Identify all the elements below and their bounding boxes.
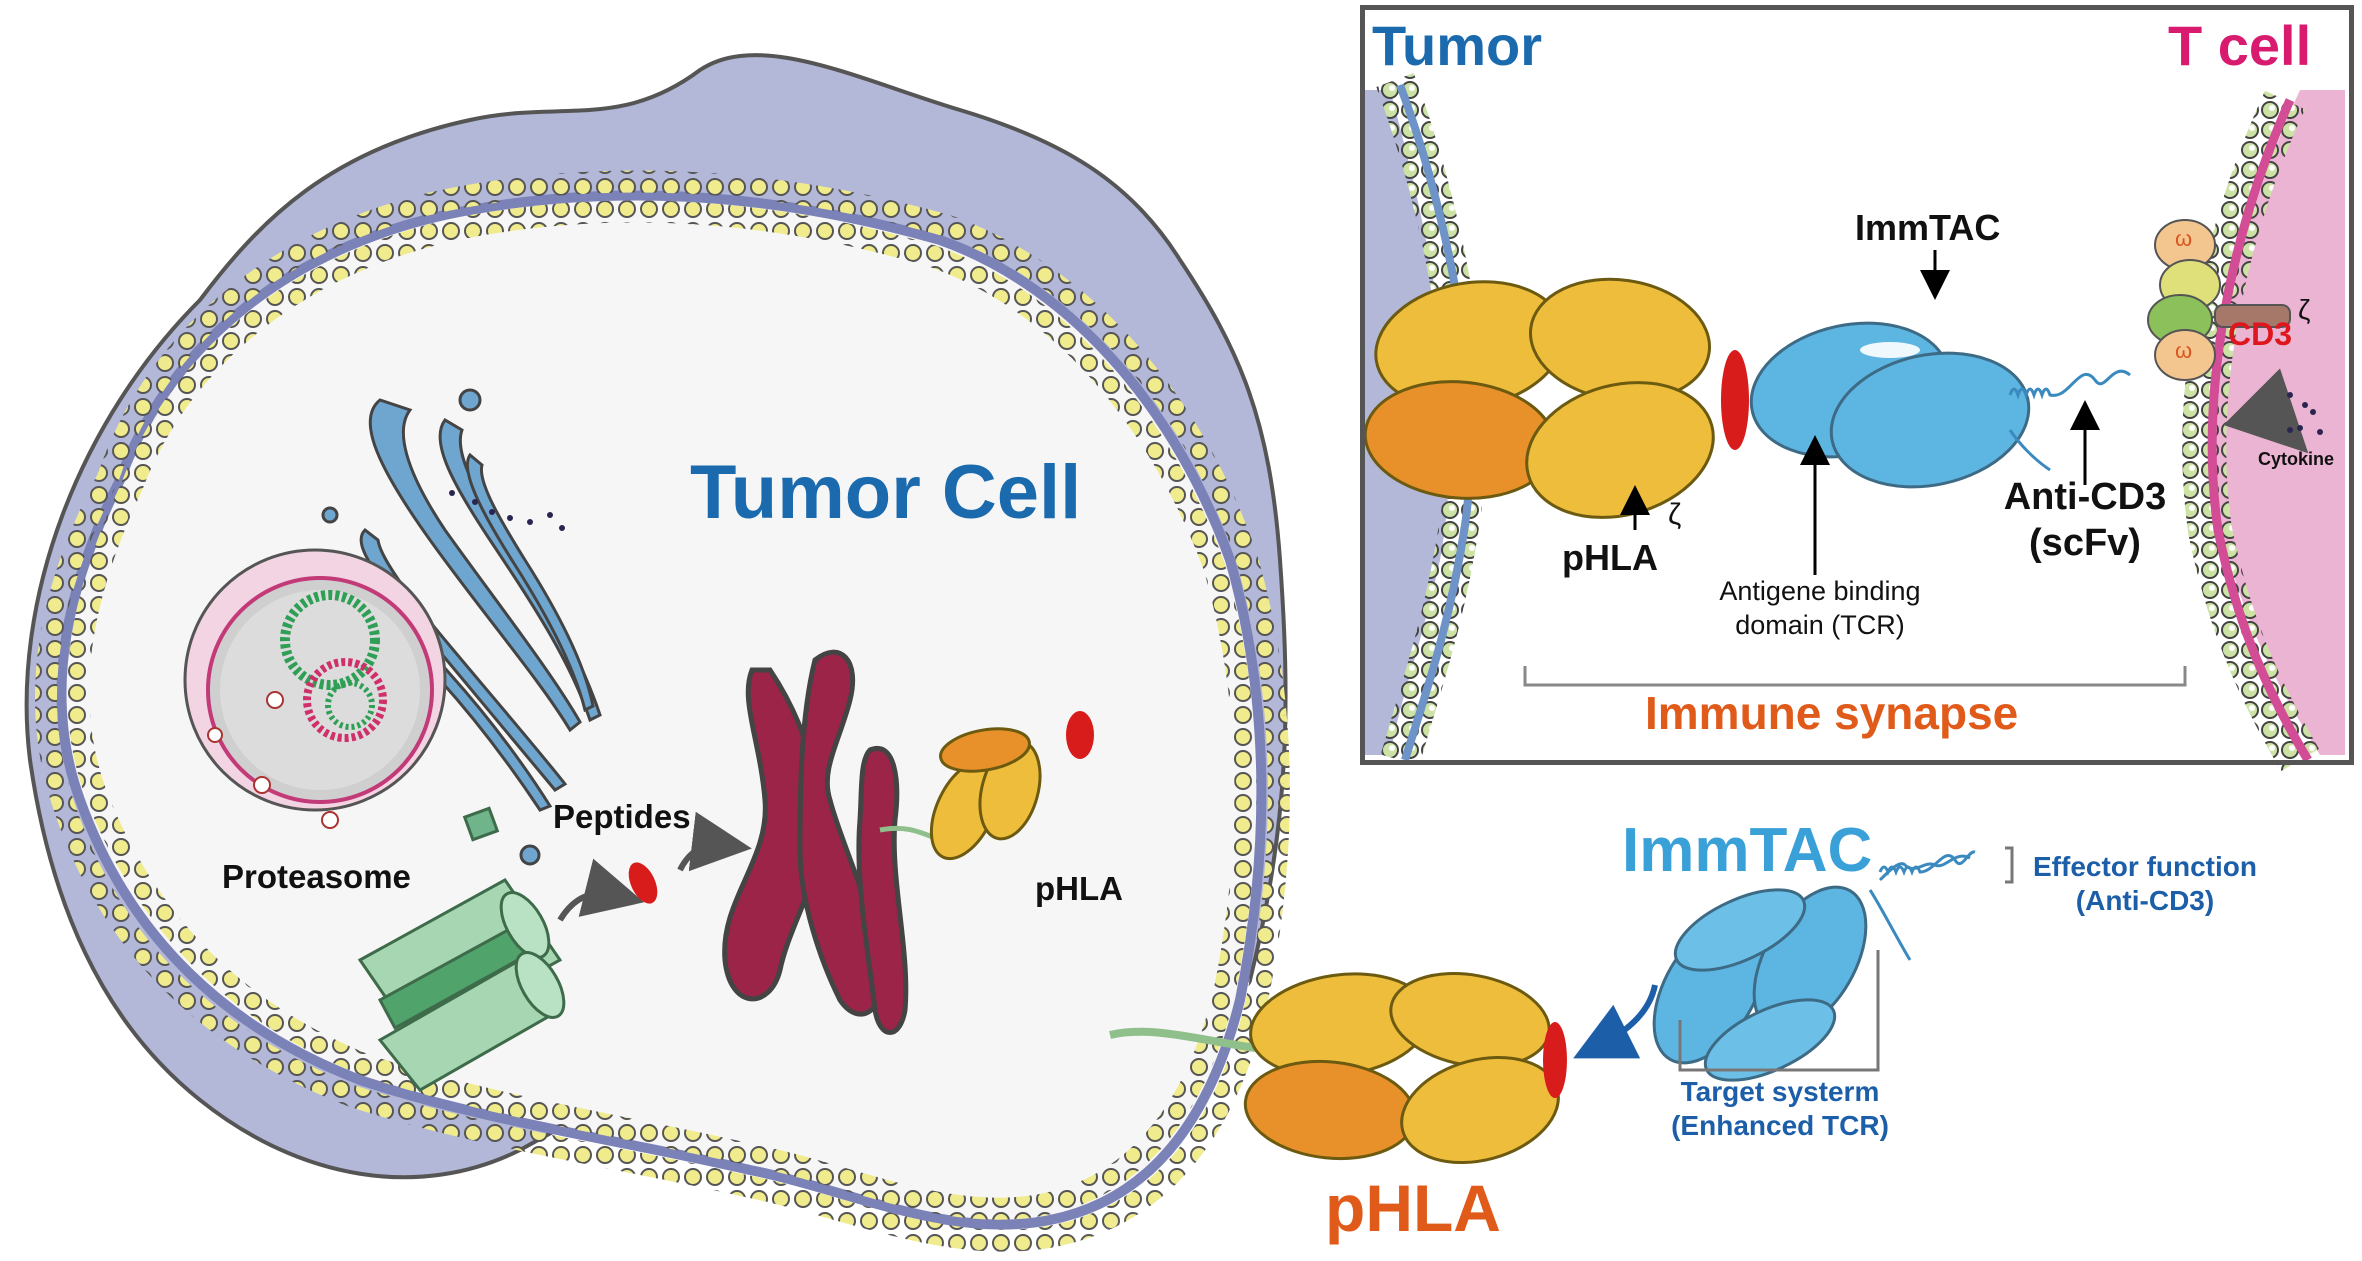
phla-outer [1109, 972, 1567, 1165]
antigen-line1: Antigene binding [1719, 576, 1921, 606]
immtac-helix [1878, 850, 1976, 877]
inset-tumor-title: Tumor [1372, 14, 1543, 77]
immtac-title: ImmTAC [1622, 816, 1873, 885]
target-system-label: Target systerm (Enhanced TCR) [1640, 1075, 1920, 1142]
anti-cd3-label: Anti-CD3 (scFv) [1990, 475, 2180, 566]
proteasome [357, 806, 566, 1092]
inset-anti-cd3-helix [2008, 369, 2131, 400]
inset-tcell-membrane [2182, 90, 2320, 772]
synapse-bracket [1523, 666, 2187, 687]
inset-tcell-membrane-line [2207, 98, 2312, 763]
target-bracket [1678, 950, 1880, 1072]
inset-tail [2008, 429, 2051, 472]
vesicle-dots [449, 490, 565, 531]
inset-immtac [1749, 321, 2031, 489]
target-line1: Target systerm [1680, 1076, 1880, 1107]
inset-phla-label: pHLA [1562, 537, 1658, 578]
effector-function-label: Effector function (Anti-CD3) [2020, 850, 2270, 917]
phla-outer-label: pHLA [1325, 1171, 1501, 1245]
antigen-line2: domain (TCR) [1735, 609, 1905, 640]
inset-phla [1363, 277, 1749, 519]
proteasome-arrow [557, 858, 645, 922]
inset-immtac-label: ImmTAC [1855, 207, 2001, 248]
peptide-arrow [677, 811, 752, 872]
tumor-membrane-beads-inner [67, 200, 1257, 1220]
omega-symbol-bottom: ω [2175, 338, 2193, 363]
endoplasmic-reticulum [722, 649, 909, 1035]
target-line2: (Enhanced TCR) [1671, 1109, 1889, 1141]
tumor-membrane-beads-outer [35, 170, 1290, 1252]
cytokine-label: Cytokine [2258, 449, 2335, 469]
omega-symbol-top: ω [2175, 226, 2193, 251]
cytokine-arrow [2223, 368, 2309, 454]
immune-synapse-label: Immune synapse [1645, 687, 2019, 739]
phla-inner-label: pHLA [1035, 870, 1123, 907]
proteasome-label: Proteasome [222, 858, 411, 895]
cytokine-dots [2287, 392, 2323, 435]
immtac-molecule [1652, 854, 1971, 1082]
cd3-complex [2147, 219, 2291, 381]
immune-synapse-inset [1360, 5, 2354, 765]
phla-inner [879, 711, 1094, 861]
peptides-label: Peptides [553, 798, 691, 835]
anticd3-line1: Anti-CD3 [2003, 476, 2167, 518]
cd3-label: CD3 [2228, 316, 2293, 352]
anticd3-line2: (scFv) [2029, 521, 2141, 564]
antigen-binding-label: Antigene binding domain (TCR) [1700, 575, 1940, 643]
tumor-cytoplasm [56, 190, 1267, 1230]
binding-arrow [1573, 984, 1658, 1059]
nucleus [183, 548, 447, 829]
inset-zeta-symbol: ζ [1668, 498, 1682, 531]
effector-bracket [2005, 846, 2014, 884]
peptide [628, 862, 658, 904]
inset-tcell-title: T cell [2168, 14, 2312, 77]
tumor-cell-title: Tumor Cell [690, 450, 1082, 535]
cd3-zeta-symbol: ζ [2298, 294, 2311, 325]
effector-line2: (Anti-CD3) [2075, 884, 2215, 916]
effector-line1: Effector function [2033, 851, 2257, 882]
